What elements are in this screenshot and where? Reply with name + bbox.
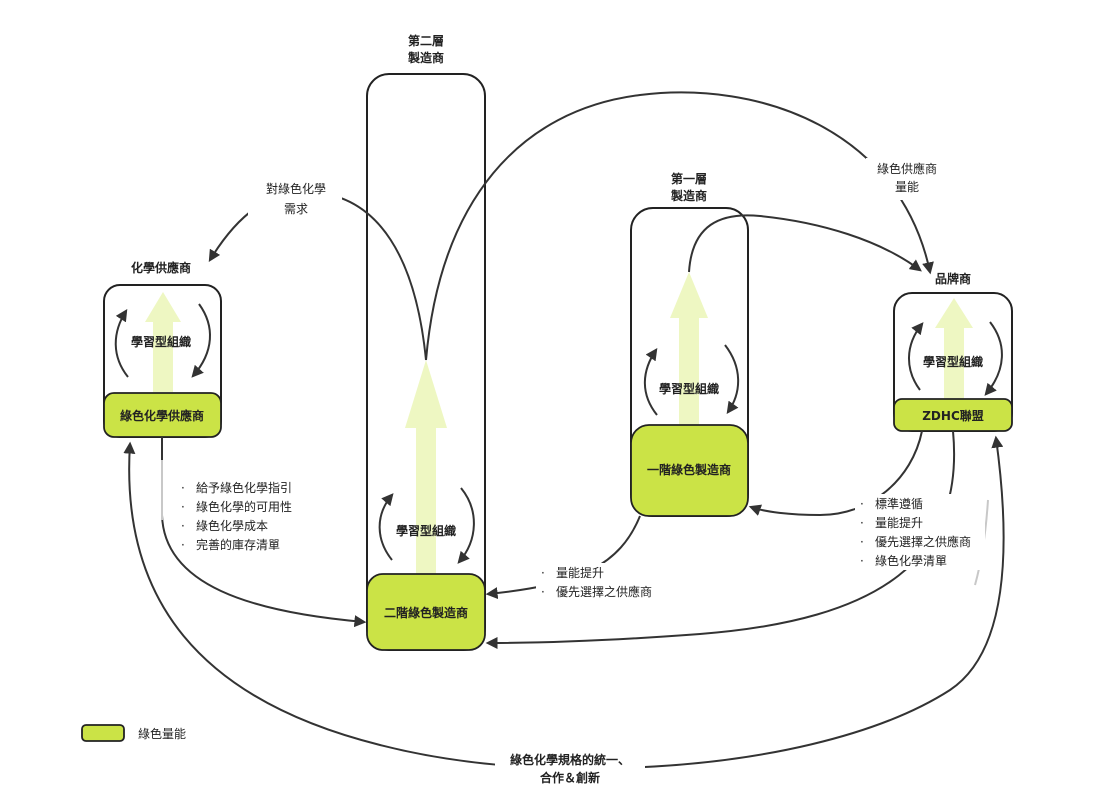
tier2-title-line2: 製造商 [407, 50, 444, 65]
brand-title: 品牌商 [935, 271, 971, 286]
brand-green-label: ZDHC聯盟 [922, 408, 984, 423]
tier2-node: 第二層 製造商 學習型組織 二階綠色製造商 [366, 33, 486, 651]
demand-label-bg [248, 178, 342, 220]
tier1-title-line2: 製造商 [670, 188, 707, 203]
demand-label-line2: 需求 [284, 202, 308, 216]
bottom-label-line1: 綠色化學規格的統一、 [510, 752, 630, 767]
svg-text:·: · [181, 500, 185, 514]
tier1-to-brand-arrow [688, 214, 922, 273]
cycle-arrow-left [378, 493, 394, 561]
green-capacity-up-arrow [145, 292, 181, 392]
tier1-node: 第一層 製造商 學習型組織 一階綠色製造商 [630, 171, 749, 517]
legend-label: 綠色量能 [138, 727, 186, 741]
list-item: 綠色化學的可用性 [196, 499, 292, 514]
brand-list-bg [855, 494, 985, 570]
list-item: 給予綠色化學指引 [196, 480, 292, 495]
svg-text:·: · [860, 497, 864, 511]
tier1-list-bg [536, 563, 664, 603]
cycle-arrow-left [908, 322, 924, 391]
bottom-label-bg [495, 744, 645, 788]
chem-to-tier2-arrow [161, 437, 367, 628]
cycle-arrow-right [724, 344, 740, 414]
svg-text:·: · [181, 538, 185, 552]
tier2-title-line1: 第二層 [408, 33, 444, 48]
list-item: 優先選擇之供應商 [556, 584, 652, 599]
tier2-green-label: 二階綠色製造商 [384, 605, 468, 620]
list-item: 綠色化學成本 [196, 519, 268, 533]
svg-text:·: · [860, 516, 864, 530]
svg-text:·: · [860, 535, 864, 549]
capacity-label-line2: 量能 [895, 180, 919, 194]
tier1-learning: 學習型組織 [659, 381, 719, 396]
tier1-title-line1: 第一層 [671, 171, 707, 186]
legend: 綠色量能 [81, 724, 186, 742]
tier1-green-label: 一階綠色製造商 [647, 462, 731, 477]
chem-supplier-learning: 學習型組織 [131, 334, 191, 349]
green-capacity-up-arrow [670, 272, 708, 425]
svg-text:·: · [541, 585, 545, 599]
chem-list-bg [176, 478, 316, 554]
bottom-label-line2: 合作＆創新 [540, 770, 600, 785]
brand-to-tier1-arrow [748, 430, 923, 517]
legend-swatch [81, 724, 125, 742]
svg-text:·: · [860, 554, 864, 568]
capacity-label-line1: 綠色供應商 [877, 161, 937, 176]
list-item: 量能提升 [556, 565, 604, 580]
list-item: 標準遵循 [875, 496, 923, 511]
chem-supplier-node: 化學供應商 學習型組織 綠色化學供應商 [103, 260, 222, 438]
brand-node: 品牌商 學習型組織 ZDHC聯盟 [893, 271, 1013, 432]
tier2-learning: 學習型組織 [396, 523, 456, 538]
chem-to-tier2-list: · 給予綠色化學指引 · 綠色化學的可用性 · 綠色化學成本 · 完善的庫存清單 [176, 478, 316, 554]
list-item: 完善的庫存清單 [196, 537, 280, 552]
green-capacity-up-arrow [405, 360, 447, 574]
chem-supplier-title: 化學供應商 [131, 260, 191, 275]
capacity-label-bg [866, 158, 948, 200]
svg-text:·: · [541, 566, 545, 580]
tier1-to-tier2-list: · 量能提升 · 優先選擇之供應商 [536, 563, 664, 603]
brand-to-tiers-list: · 標準遵循 · 量能提升 · 優先選擇之供應商 · 綠色化學清單 [855, 494, 985, 570]
list-item: 優先選擇之供應商 [875, 534, 971, 549]
cycle-arrow-left [114, 308, 129, 378]
brand-learning: 學習型組織 [923, 354, 983, 369]
green-capacity-up-arrow [935, 298, 973, 399]
cycle-arrow-right [457, 487, 475, 564]
svg-text:·: · [181, 519, 185, 533]
list-item: 量能提升 [875, 515, 923, 530]
cycle-arrow-right [984, 321, 1003, 396]
list-item: 綠色化學清單 [875, 554, 947, 568]
svg-text:·: · [181, 481, 185, 495]
chem-supplier-green-label: 綠色化學供應商 [120, 408, 204, 423]
tier2-green-box [366, 573, 486, 651]
demand-label-line1: 對綠色化學 [266, 182, 326, 196]
cycle-arrow-left [643, 348, 658, 416]
cycle-arrow-right [191, 303, 211, 378]
